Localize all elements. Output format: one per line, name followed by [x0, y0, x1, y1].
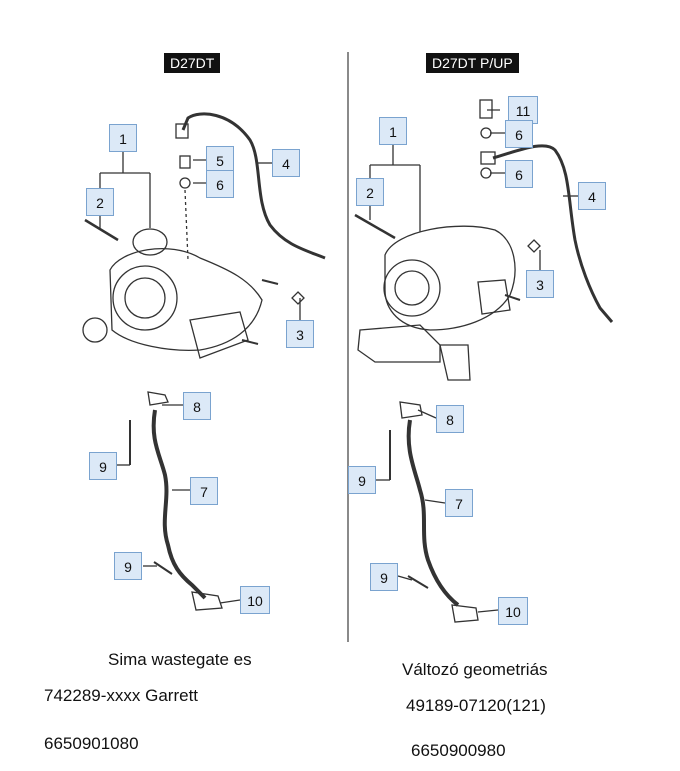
- left-bolt-9b: [153, 561, 173, 575]
- right-compressor-inner: [394, 270, 430, 306]
- right-washer-6a: [480, 127, 492, 139]
- right-callout-6b: 6: [505, 160, 533, 188]
- right-gasket-10: [451, 604, 479, 623]
- right-leader-10: [477, 609, 499, 613]
- left-axis: [184, 189, 189, 261]
- right-callout-3: 3: [526, 270, 554, 298]
- left-housing: [109, 247, 263, 351]
- left-inlet: [132, 228, 168, 256]
- left-bolt-5: [179, 155, 191, 169]
- right-callout-9a: 9: [348, 466, 376, 494]
- left-return-pipe: [151, 409, 207, 600]
- left-oil-pipe: [181, 112, 326, 260]
- left-leader-1: [99, 150, 151, 228]
- right-bolt: [504, 294, 521, 301]
- left-gasket-8: [147, 391, 169, 406]
- left-callout-8: 8: [183, 392, 211, 420]
- right-nut: [527, 239, 541, 253]
- left-callout-6: 6: [206, 170, 234, 198]
- right-housing: [384, 225, 516, 331]
- left-callout-3: 3: [286, 320, 314, 348]
- right-bolt-11: [479, 99, 493, 119]
- left-callout-5: 5: [206, 146, 234, 174]
- left-actuator: [82, 317, 108, 343]
- left-nut: [291, 291, 305, 305]
- left-washer-6: [179, 177, 191, 189]
- right-return-pipe: [406, 419, 460, 607]
- right-callout-7: 7: [445, 489, 473, 517]
- right-washer-6b: [480, 167, 492, 179]
- left-callout-4: 4: [272, 149, 300, 177]
- panel-divider: [347, 52, 349, 642]
- left-bolt-b: [241, 339, 259, 345]
- right-panel-label: D27DT P/UP: [426, 53, 519, 73]
- left-caption-number: 6650901080: [44, 734, 139, 753]
- left-caption-title: Sima wastegate es: [108, 650, 252, 669]
- left-callout-9b: 9: [114, 552, 142, 580]
- left-flange: [189, 311, 249, 359]
- left-callout-7: 7: [190, 477, 218, 505]
- right-gasket-8: [399, 401, 423, 419]
- left-compressor-outlet: [112, 265, 178, 331]
- left-stud: [84, 218, 119, 242]
- right-leader-11-6: [487, 109, 505, 174]
- right-callout-2: 2: [356, 178, 384, 206]
- right-leader-7: [424, 499, 446, 504]
- right-lower-flange: [439, 344, 471, 381]
- right-caption-number: 6650900980: [411, 741, 506, 760]
- right-stud: [354, 213, 396, 240]
- right-callout-6a: 6: [505, 120, 533, 148]
- left-leader-5-6: [193, 159, 207, 184]
- right-callout-8: 8: [436, 405, 464, 433]
- left-bolt-a: [261, 279, 279, 285]
- left-leader-10: [219, 599, 241, 604]
- right-callout-10: 10: [498, 597, 528, 625]
- right-callout-4: 4: [578, 182, 606, 210]
- right-compressor-outlet: [383, 259, 441, 317]
- right-outlet-elbow: [357, 324, 441, 363]
- left-gasket-10: [191, 591, 223, 611]
- right-leader-9b: [397, 575, 413, 581]
- right-caption-part: 49189-07120(121): [406, 696, 546, 715]
- left-callout-10: 10: [240, 586, 270, 614]
- left-callout-9a: 9: [89, 452, 117, 480]
- right-banjo: [480, 151, 496, 165]
- right-leader-1: [369, 143, 421, 232]
- left-callout-2: 2: [86, 188, 114, 216]
- left-caption-part: 742289-xxxx Garrett: [44, 686, 199, 705]
- right-callout-1: 1: [379, 117, 407, 145]
- right-flange: [477, 279, 511, 315]
- right-callout-9b: 9: [370, 563, 398, 591]
- left-panel-label: D27DT: [164, 53, 221, 73]
- left-callout-1: 1: [109, 124, 137, 152]
- right-bolt-9b: [407, 575, 429, 589]
- right-caption-title: Változó geometriás: [402, 660, 548, 679]
- left-banjo: [175, 123, 189, 139]
- left-compressor-inner: [124, 277, 166, 319]
